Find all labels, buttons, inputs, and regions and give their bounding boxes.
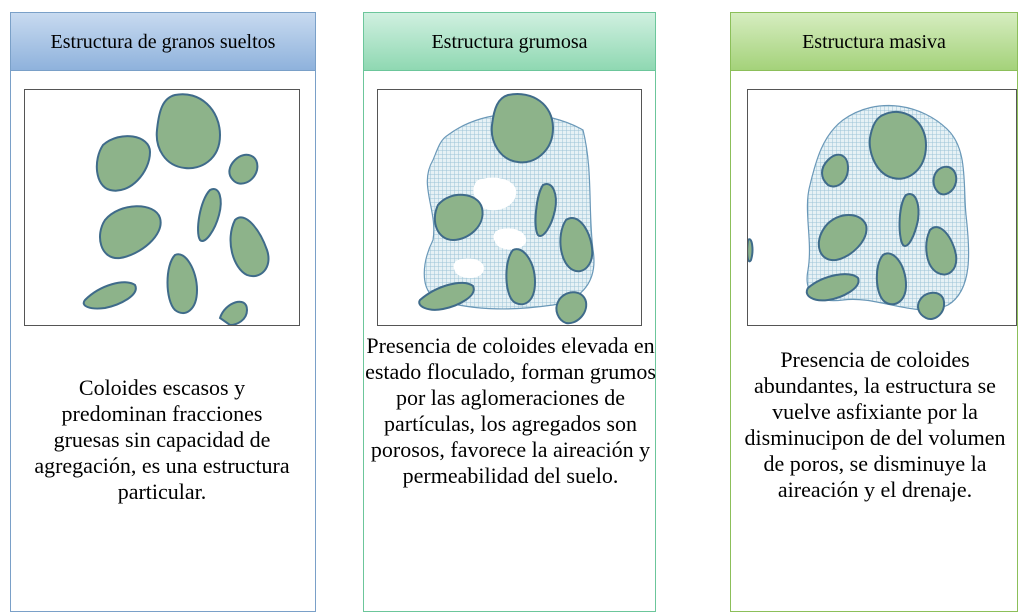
panel-massive-structure: Estructura masiva Presencia de coloides … — [730, 12, 1018, 612]
panel-title: Estructura grumosa — [364, 13, 655, 71]
crumb-structure-illustration — [377, 89, 642, 326]
loose-grains-illustration — [24, 89, 300, 326]
panel-description: Coloides escasos y predominan fracciones… — [34, 375, 290, 504]
panel-loose-grains: Estructura de granos sueltos Coloides es… — [10, 12, 316, 612]
panel-description: Presencia de coloides elevada en estado … — [365, 333, 656, 488]
panel-title: Estructura de granos sueltos — [11, 13, 315, 71]
panel-title: Estructura masiva — [731, 13, 1017, 71]
panel-description: Presencia de coloides abundantes, la est… — [744, 347, 1006, 502]
panel-crumb-structure: Estructura grumosa Presencia de coloides… — [363, 12, 656, 612]
massive-structure-illustration — [747, 89, 1017, 326]
